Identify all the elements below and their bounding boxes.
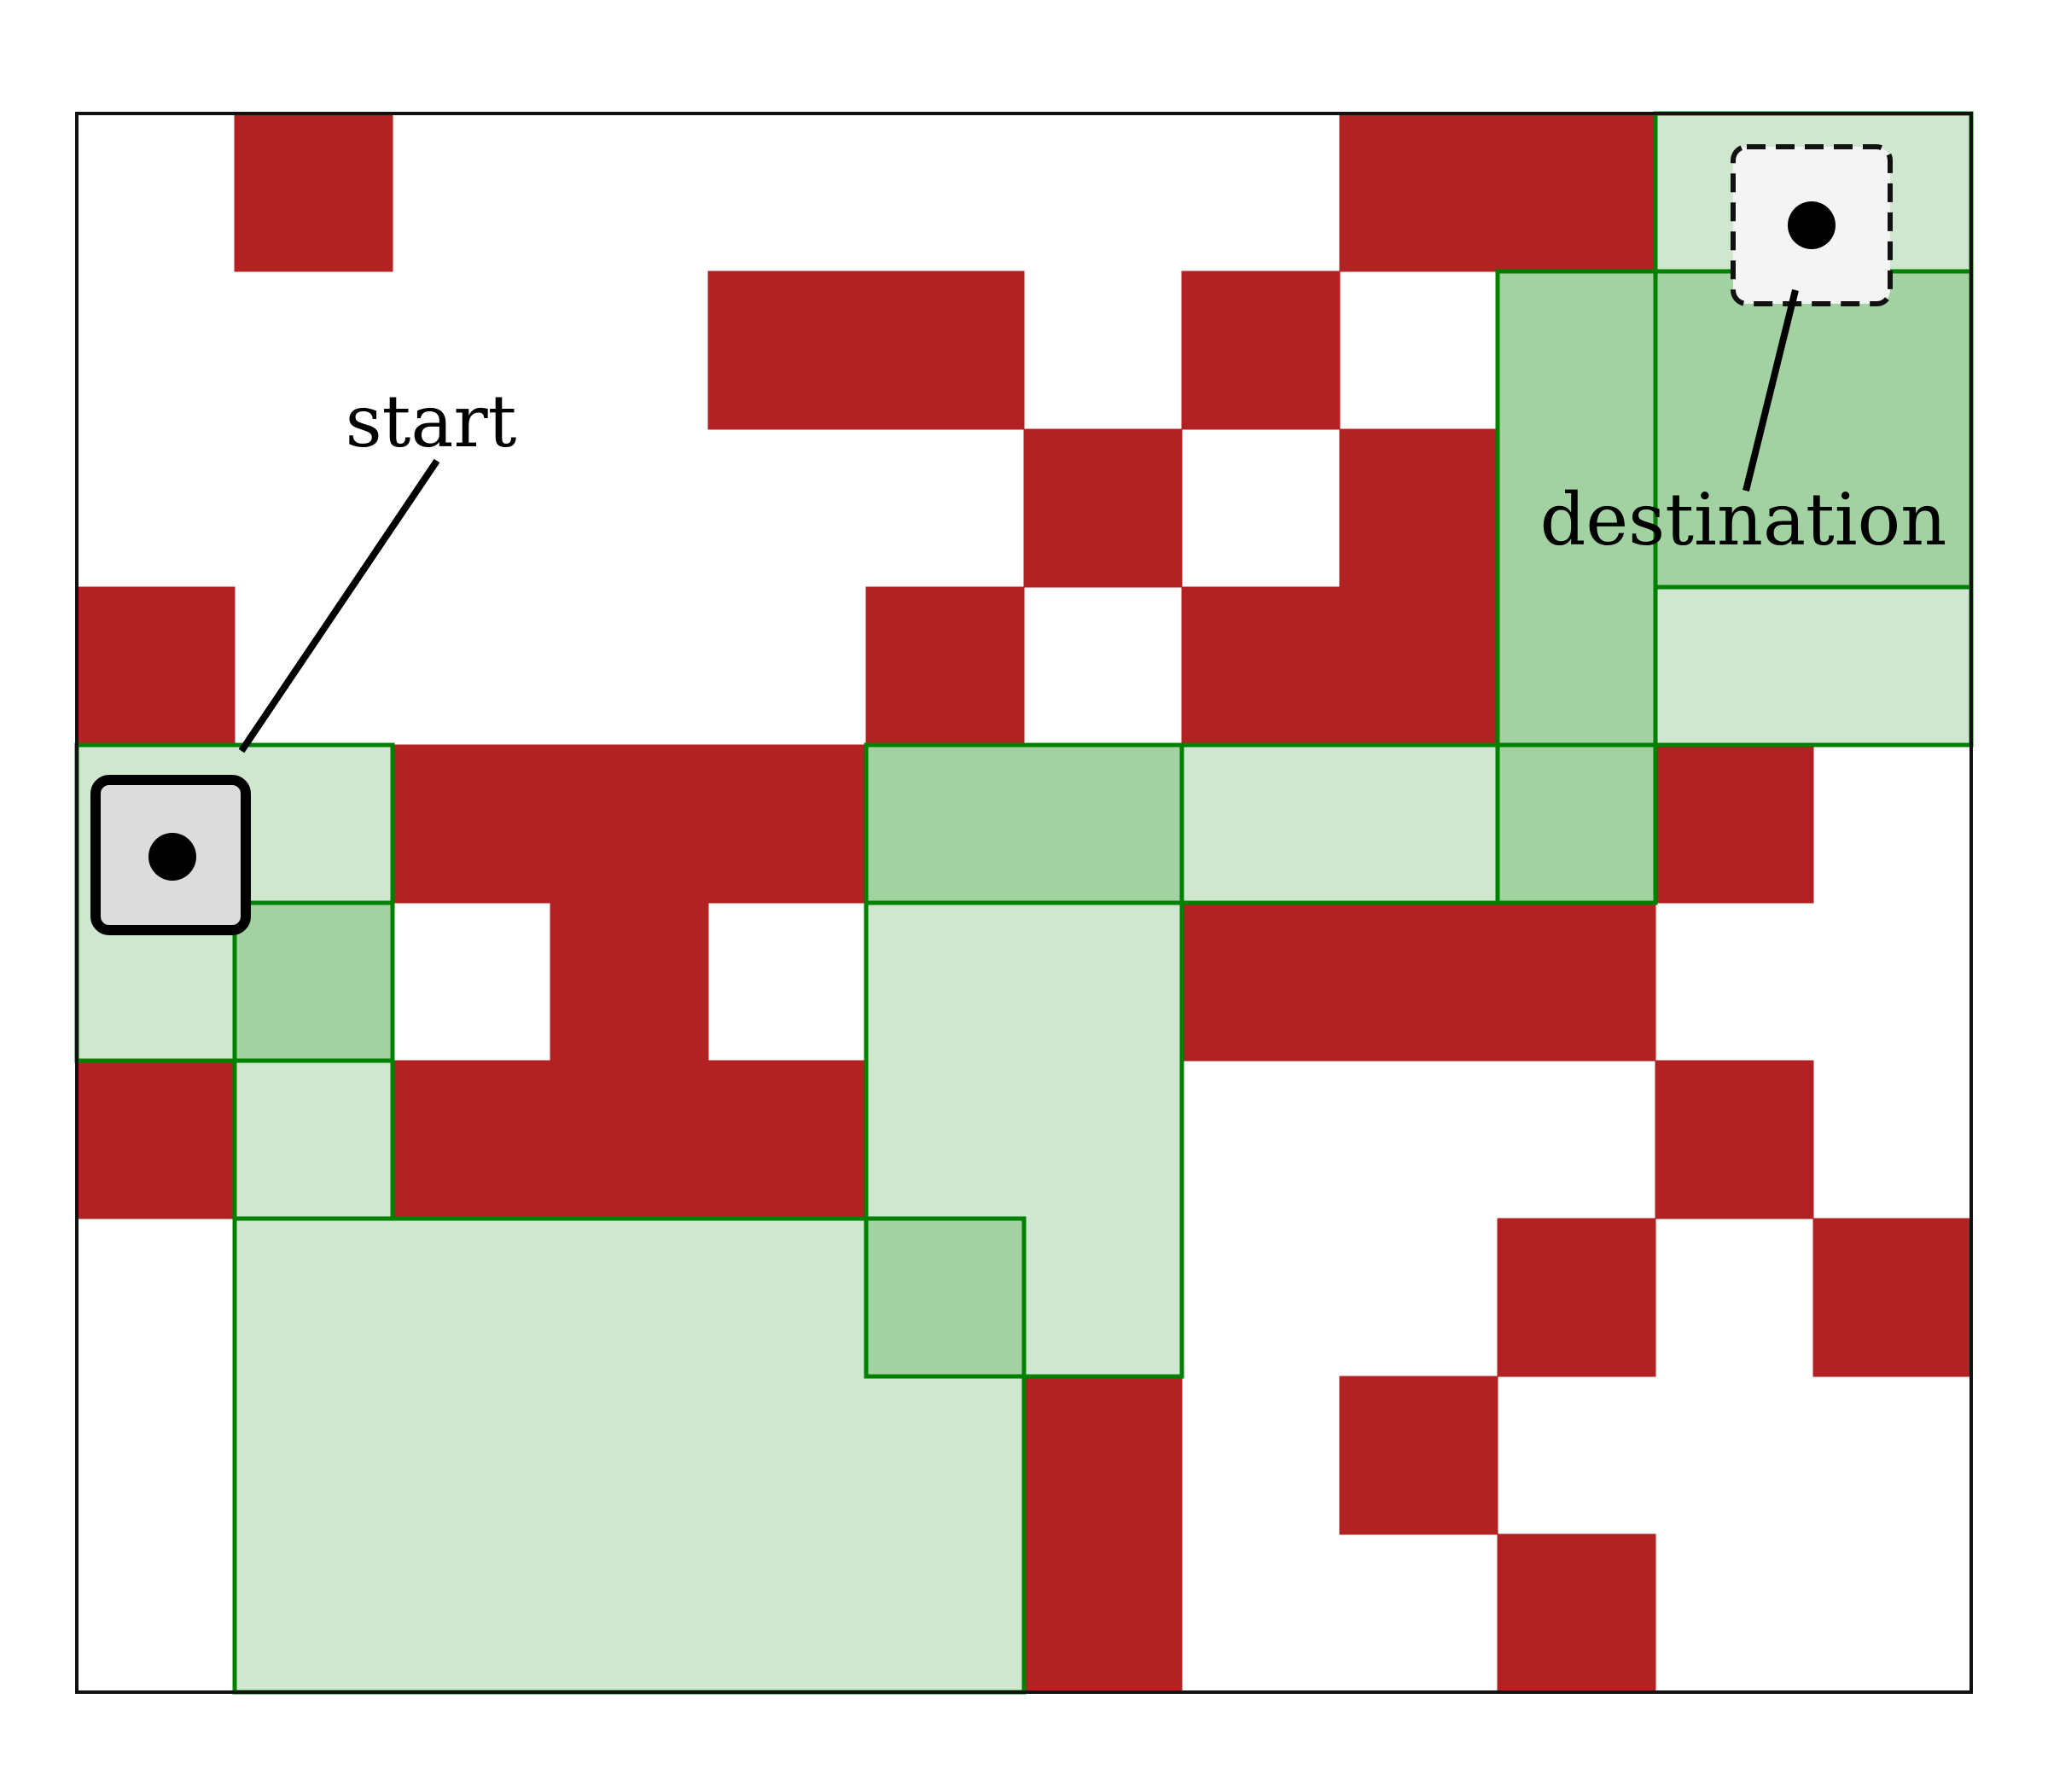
explored-region-light — [1179, 742, 1500, 905]
destination-node-dot — [1788, 201, 1836, 249]
explored-region-light — [232, 1058, 395, 1221]
obstacle-cell — [1023, 1376, 1183, 1535]
obstacle-cell — [1655, 1060, 1814, 1219]
obstacle-cell — [76, 586, 236, 746]
start-marker — [90, 775, 251, 935]
explored-region-dark — [1653, 269, 1974, 590]
obstacle-cell — [707, 1060, 867, 1219]
explored-region-dark — [864, 1216, 1027, 1379]
obstacle-cell — [550, 902, 709, 1062]
obstacle-cell — [1497, 113, 1656, 272]
obstacle-cell — [550, 1060, 709, 1219]
obstacle-cell — [1339, 428, 1498, 588]
obstacle-cell — [1023, 1533, 1183, 1693]
grid-frame — [75, 112, 1973, 1694]
obstacle-cell — [550, 744, 709, 904]
obstacle-cell — [1497, 1218, 1656, 1377]
obstacle-cell — [76, 1060, 236, 1219]
obstacle-cell — [392, 1060, 551, 1219]
obstacle-cell — [1655, 744, 1814, 904]
obstacle-cell — [1023, 428, 1183, 588]
explored-region-light — [1653, 585, 1974, 748]
obstacle-cell — [1339, 113, 1498, 272]
explored-region-dark — [232, 900, 395, 1063]
start-arrow — [238, 458, 440, 753]
region-layer — [74, 111, 1974, 1695]
obstacle-cell — [1812, 1218, 1972, 1377]
start-node-dot — [148, 833, 196, 881]
obstacle-cell — [1181, 902, 1341, 1062]
obstacle-cell — [1181, 586, 1341, 746]
obstacle-cell — [865, 271, 1025, 430]
explored-region-dark — [864, 742, 1184, 905]
obstacle-cell — [1497, 902, 1656, 1062]
obstacle-cell — [707, 744, 867, 904]
explored-region-dark — [1495, 742, 1658, 905]
obstacle-cell — [1339, 586, 1498, 746]
obstacle-cell — [392, 744, 551, 904]
destination-marker — [1731, 144, 1893, 306]
obstacle-cell — [1339, 902, 1498, 1062]
obstacle-cell — [1497, 1533, 1656, 1693]
obstacle-cell — [1181, 271, 1341, 430]
obstacle-cell — [1339, 1376, 1498, 1535]
destination-label: destination — [1540, 478, 1947, 561]
obstacle-cell — [234, 113, 393, 272]
obstacle-cell — [707, 271, 867, 430]
obstacle-cell — [865, 586, 1025, 746]
obstacle-layer — [76, 113, 1972, 1693]
start-label: start — [346, 380, 517, 463]
destination-arrow — [1743, 289, 1799, 492]
